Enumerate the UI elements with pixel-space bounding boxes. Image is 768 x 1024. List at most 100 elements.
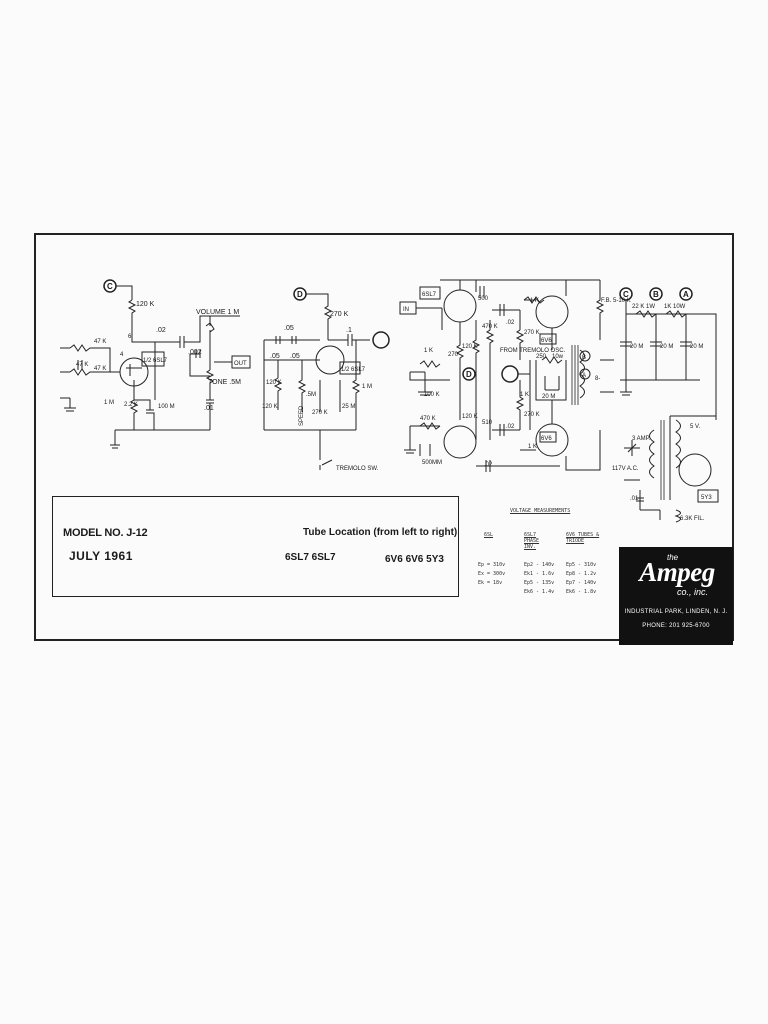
fb-resistor — [595, 280, 605, 340]
power-transformer-core — [660, 420, 665, 500]
trem-rk-label: 270 K — [312, 410, 328, 416]
trem-r2-label: 120 K — [262, 404, 278, 410]
tube-list-power: 6V6 6V6 5Y3 — [385, 554, 444, 565]
ot-tap-a — [579, 368, 591, 380]
tube-6v6-top — [535, 295, 569, 329]
cathode-network — [129, 392, 155, 430]
bypass-cap-label: 100 M — [158, 404, 175, 410]
r-270k-a-label: 270 K — [524, 330, 540, 336]
label-5y3-box — [697, 489, 719, 503]
voltage-col-2: 6SL7 PHASE INV. — [524, 532, 540, 550]
tone-cap-label: .002 — [188, 349, 202, 356]
preamp-plate-resistor-label: 120 K — [136, 301, 155, 308]
company-phone: PHONE: 201 925-6700 — [642, 623, 710, 629]
voltage-col-1: 6SL — [484, 532, 494, 538]
mains-label: 117V A.C. — [612, 466, 639, 472]
tone-pot — [205, 369, 215, 430]
r-1k-b-label: 1 K — [424, 348, 433, 354]
grid-couple-top — [492, 304, 525, 360]
coupling-cap — [179, 336, 185, 348]
input-r1-label: 47 K — [94, 339, 106, 345]
c-02a-label: .02 — [506, 320, 515, 326]
from-tremolo-label: FROM TREMOLO OSC. — [500, 348, 566, 354]
output-transformer-core — [571, 345, 579, 405]
filter-r2-label: 1K 10W — [664, 304, 686, 310]
line-cap-label: .01 — [630, 496, 639, 502]
volume-pot — [205, 315, 240, 370]
cathode-cap-20m — [544, 376, 560, 391]
c-500mm — [419, 444, 431, 456]
logo-the: the — [667, 553, 679, 562]
label-6v6-bottom — [539, 431, 557, 443]
r-470k-b — [404, 422, 441, 454]
input-network — [60, 344, 120, 399]
grid-couple-bottom — [492, 380, 525, 436]
power-node-c-label: C — [623, 290, 629, 299]
trem-phase-caps — [263, 336, 320, 430]
model-number: MODEL NO. J-12 — [63, 527, 148, 539]
speed-pot-label: .5M — [306, 392, 316, 398]
tremolo-lamp — [501, 365, 519, 383]
out-label: OUT — [234, 361, 247, 367]
grid-leak-label: 1 M — [104, 400, 114, 406]
trem-1m — [351, 340, 361, 430]
trem-c2-label: .05 — [270, 353, 280, 360]
trem-c1-label: .05 — [284, 325, 294, 332]
r-1k-ground — [410, 371, 432, 396]
phase-inv-tube-bottom — [443, 425, 477, 459]
input-r3-label: 47 K — [94, 366, 106, 372]
c-02c-label: .02 — [484, 462, 493, 468]
cathode-resistor-label: 2.2 K — [124, 402, 138, 408]
ot-tap-a-label: A — [582, 373, 586, 379]
plate-feed — [565, 280, 601, 471]
phase-inverter-section — [399, 279, 614, 472]
tremolo-section — [263, 287, 390, 470]
preamp-node-label: C — [107, 282, 113, 291]
power-node-b-label: B — [653, 290, 659, 299]
filter-cap3-label: 20 M — [690, 344, 703, 350]
tone-cap2-label: .01 — [204, 405, 214, 412]
c-500mm-label: 500MM — [422, 460, 442, 466]
preamp-section — [60, 279, 251, 449]
trem-c3-label: .05 — [290, 353, 300, 360]
label-6v6-top — [539, 333, 557, 345]
trem-node-label: D — [297, 290, 303, 299]
rectifier-tube — [678, 453, 712, 487]
in-label: IN — [403, 307, 409, 313]
phase-inv-tube-top — [443, 289, 477, 323]
tube-6sl7-box — [419, 286, 441, 300]
r-270-label: 270 — [448, 352, 459, 358]
c-500-label: 500 — [478, 296, 489, 302]
trem-speed-pot — [297, 360, 341, 412]
out-box — [231, 355, 251, 369]
trem-rout-label: 1 M — [362, 384, 372, 390]
trem-feed — [518, 360, 531, 430]
tube-location-heading: Tube Location (from left to right) — [303, 527, 458, 538]
r-1k-a-label: 1 K — [530, 298, 539, 304]
trem-pot-label: 25 M — [342, 404, 355, 410]
pi-node-label: D — [466, 370, 472, 379]
fb-label: F.B. 5-10 K — [601, 298, 631, 304]
plate-resistor — [116, 285, 137, 330]
trem-plate-label: 270 K — [330, 311, 349, 318]
heater-winding — [659, 509, 681, 523]
schematic-frame — [34, 233, 734, 641]
b-plus-rail — [440, 279, 600, 298]
tremolo-switch-label: TREMOLO SW. — [336, 466, 379, 472]
node-d-marker-2 — [462, 367, 476, 381]
revision-date: JULY 1961 — [69, 549, 133, 563]
tube-6v6-a-label: 6V6 — [541, 338, 552, 344]
logo-co: co., inc. — [677, 587, 709, 597]
r-250-label: 250 — [536, 354, 547, 360]
speed-label: SPEED — [299, 405, 305, 426]
trem-r1-label: 120 K — [266, 380, 282, 386]
heater-label: 6.3K FIL. — [680, 516, 705, 522]
r-10w-label: 10w — [552, 354, 564, 360]
ot-tap-b — [579, 350, 591, 362]
cathode-270 — [455, 322, 465, 420]
r-120k-b-label: 120 K — [462, 414, 478, 420]
power-transformer-secondary — [669, 415, 716, 500]
ot-tap-b-label: B — [582, 355, 586, 361]
r-470k-a-label: 470 K — [482, 324, 498, 330]
